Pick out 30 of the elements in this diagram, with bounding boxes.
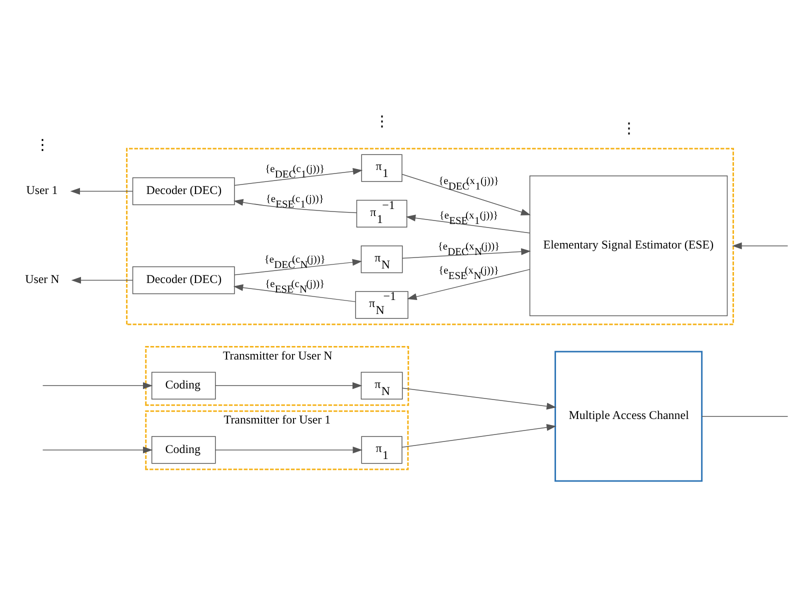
- arrow: [42, 382, 153, 389]
- arrow: [234, 167, 363, 186]
- node-box: Decoder (DEC): [132, 266, 235, 294]
- arrow: [233, 284, 356, 302]
- arrow: [732, 242, 788, 249]
- arrow: [402, 248, 531, 258]
- arrow: [234, 198, 357, 213]
- node-box: Coding: [151, 436, 216, 464]
- arrow: [402, 173, 531, 215]
- arrow: [42, 446, 153, 453]
- arrow: [71, 276, 134, 284]
- node-box: Multiple Access Channel: [554, 350, 703, 482]
- node-text: User N: [25, 272, 60, 286]
- arrow: [402, 424, 556, 448]
- arrow: [402, 387, 556, 410]
- label: ⋮: [34, 136, 50, 153]
- connector: [701, 415, 788, 416]
- label: ⋮: [374, 114, 390, 130]
- node-box: Elementary Signal Estimator (ESE): [529, 175, 728, 316]
- node-box: Decoder (DEC): [132, 176, 235, 205]
- arrow: [215, 446, 362, 453]
- node-box: Coding: [151, 371, 216, 399]
- cluster: [126, 147, 734, 325]
- node-text: User 1: [26, 182, 58, 197]
- label: ⋮: [621, 120, 636, 136]
- arrow: [70, 187, 134, 194]
- arrow: [406, 268, 530, 300]
- arrow: [406, 214, 530, 233]
- arrow: [215, 382, 362, 389]
- arrow: [234, 258, 362, 275]
